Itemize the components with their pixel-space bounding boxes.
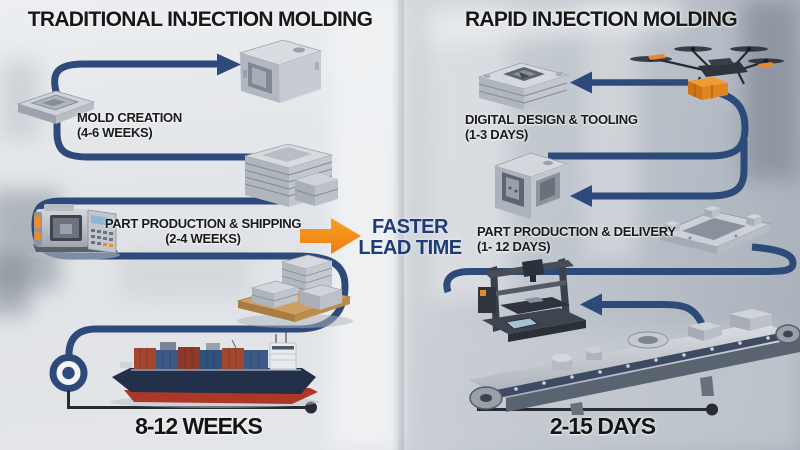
callout-line-1: FASTER	[372, 216, 448, 238]
conveyor-belt-illustration	[468, 309, 800, 415]
cargo-ship-illustration	[110, 330, 320, 408]
arrowhead-to-mold-block	[217, 53, 241, 76]
faster-lead-time-callout: FASTER LEAD TIME	[352, 217, 468, 259]
machined-fixture-illustration	[658, 206, 772, 254]
arrowhead-to-open-mold	[570, 185, 592, 207]
mold-plate-stack-illustration	[243, 143, 339, 207]
step-duration: (2-4 WEEKS)	[165, 231, 241, 246]
flow-plate-to-stack	[53, 98, 252, 161]
flow-arrow-plate-to-mold	[51, 60, 217, 97]
step-duration: (4-6 WEEKS)	[77, 125, 153, 140]
step-duration: (1-3 DAYS)	[465, 127, 528, 142]
faster-lead-time-arrow-icon	[300, 218, 361, 254]
step-part-production-delivery: PART PRODUCTION & DELIVERY (1- 12 DAYS)	[477, 224, 676, 254]
flow-conveyor-to-printer	[602, 301, 706, 326]
step-digital-design-tooling: DIGITAL DESIGN & TOOLING (1-3 DAYS)	[465, 112, 638, 142]
injection-molding-machine-illustration	[30, 204, 120, 260]
step-part-production-shipping: PART PRODUCTION & SHIPPING (2-4 WEEKS)	[103, 216, 303, 246]
total-time-left: 8-12 WEEKS	[135, 413, 263, 439]
arrowhead-to-tooling-stack	[570, 71, 592, 94]
mold-plate-illustration	[16, 90, 96, 124]
callout-line-2: LEAD TIME	[358, 237, 462, 259]
delivery-drone-illustration	[630, 46, 784, 100]
3d-printer-illustration	[478, 258, 586, 342]
step-label: MOLD CREATION	[77, 110, 182, 125]
step-label: PART PRODUCTION & SHIPPING	[104, 216, 302, 231]
step-duration: (1- 12 DAYS)	[477, 239, 551, 254]
background-furniture-smudge-2	[0, 255, 30, 315]
step-mold-creation: MOLD CREATION (4-6 WEEKS)	[77, 110, 182, 140]
arrowhead-to-printer	[580, 293, 602, 316]
step-label: DIGITAL DESIGN & TOOLING	[465, 112, 638, 127]
background-window-band-2	[583, 0, 638, 260]
origin-marker	[49, 354, 88, 392]
step-label: PART PRODUCTION & DELIVERY	[477, 224, 676, 239]
mold-block-illustration	[238, 39, 323, 103]
background-window-band-1	[428, 0, 508, 300]
left-column-title: TRADITIONAL INJECTION MOLDING	[27, 8, 373, 31]
panel-divider	[392, 0, 404, 450]
right-column-title: RAPID INJECTION MOLDING	[464, 8, 738, 31]
background-dark-frame	[743, 0, 800, 180]
flow-fixture-to-printer	[443, 243, 797, 294]
flow-hairpin-to-mold	[592, 140, 748, 200]
tooling-stack-illustration	[477, 62, 569, 110]
flow-drone-down-to-moldtop	[548, 86, 749, 160]
flow-lines-right	[443, 79, 797, 326]
total-time-right: 2-15 DAYS	[549, 413, 656, 439]
pallet-with-parts-illustration	[236, 254, 353, 328]
open-mold-illustration	[493, 152, 569, 219]
